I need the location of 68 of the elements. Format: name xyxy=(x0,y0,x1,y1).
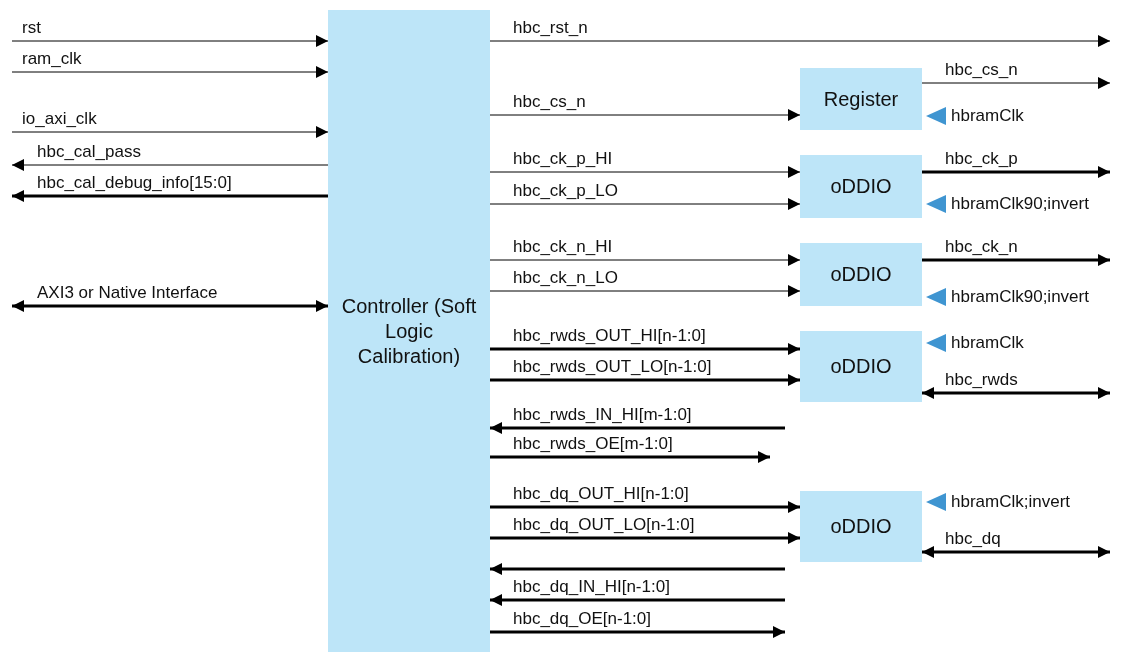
arrow xyxy=(11,66,329,78)
clock-label: hbramClk xyxy=(951,333,1024,352)
arrow xyxy=(11,126,329,138)
clock-label: hbramClk xyxy=(951,106,1024,125)
clock-label: hbramClk;invert xyxy=(951,492,1071,511)
signal-label: hbc_dq xyxy=(945,529,1001,548)
signal-label: hbc_ck_n_LO xyxy=(513,268,618,287)
arrow xyxy=(490,374,800,386)
arrow xyxy=(489,254,801,266)
ddio-block xyxy=(800,155,922,218)
arrow xyxy=(490,451,770,463)
arrow xyxy=(489,35,1111,47)
arrow xyxy=(490,501,800,513)
signal-label: hbc_dq_OUT_LO[n-1:0] xyxy=(513,515,695,534)
block-label: oDDIO xyxy=(830,174,892,199)
signal-label: hbc_cal_pass xyxy=(37,142,141,161)
clock-label: hbramClk90;invert xyxy=(951,194,1089,213)
signal-label: hbc_rwds_OUT_LO[n-1:0] xyxy=(513,357,712,376)
register-block xyxy=(800,68,922,130)
ddio-block xyxy=(800,491,922,562)
signal-label: hbc_dq_OUT_HI[n-1:0] xyxy=(513,484,689,503)
arrow xyxy=(489,166,801,178)
arrow xyxy=(12,190,328,202)
clock-label: hbramClk90;invert xyxy=(951,287,1089,306)
signal-label: io_axi_clk xyxy=(22,109,97,128)
arrow xyxy=(12,300,328,312)
signal-label: hbc_dq_IN_HI[n-1:0] xyxy=(513,577,670,596)
arrow xyxy=(922,546,1110,558)
signal-label: hbc_rst_n xyxy=(513,18,588,37)
block-label: oDDIO xyxy=(830,514,892,539)
signal-label: ram_clk xyxy=(22,49,82,68)
signal-label: hbc_ck_n xyxy=(945,237,1018,256)
arrow xyxy=(490,626,785,638)
signal-label: hbc_ck_p_LO xyxy=(513,181,618,200)
signal-label: AXI3 or Native Interface xyxy=(37,283,218,302)
arrow xyxy=(11,35,329,47)
signal-label: hbc_ck_p xyxy=(945,149,1018,168)
arrow xyxy=(489,285,801,297)
signal-label: hbc_cs_n xyxy=(513,92,586,111)
signal-label: hbc_rwds_IN_HI[m-1:0] xyxy=(513,405,692,424)
signal-label: hbc_ck_n_HI xyxy=(513,237,613,256)
arrow xyxy=(489,198,801,210)
controller-block xyxy=(328,10,490,652)
arrow xyxy=(490,563,785,575)
arrow xyxy=(489,109,801,121)
arrow xyxy=(490,343,800,355)
block-label: Controller (Soft Logic Calibration) xyxy=(340,293,478,369)
arrow xyxy=(11,159,329,171)
signal-label: hbc_ck_p_HI xyxy=(513,149,613,168)
ddio-block xyxy=(800,243,922,306)
arrow xyxy=(922,166,1110,178)
signal-label: hbc_dq_OE[n-1:0] xyxy=(513,609,651,628)
arrow xyxy=(922,387,1110,399)
signal-label: hbc_rwds xyxy=(945,370,1018,389)
block-label: oDDIO xyxy=(830,354,892,379)
signal-label: hbc_cs_n xyxy=(945,60,1018,79)
signal-label: hbc_rwds_OE[m-1:0] xyxy=(513,434,673,453)
arrow xyxy=(922,254,1110,266)
signal-label: hbc_rwds_OUT_HI[n-1:0] xyxy=(513,326,706,345)
arrow xyxy=(490,594,785,606)
arrow xyxy=(490,422,785,434)
ddio-block xyxy=(800,331,922,402)
block-label: oDDIO xyxy=(830,262,892,287)
signal-label: rst xyxy=(22,18,41,37)
signal-label: hbc_cal_debug_info[15:0] xyxy=(37,173,232,192)
arrow xyxy=(490,532,800,544)
block-label: Register xyxy=(823,86,899,112)
arrow xyxy=(921,77,1111,89)
